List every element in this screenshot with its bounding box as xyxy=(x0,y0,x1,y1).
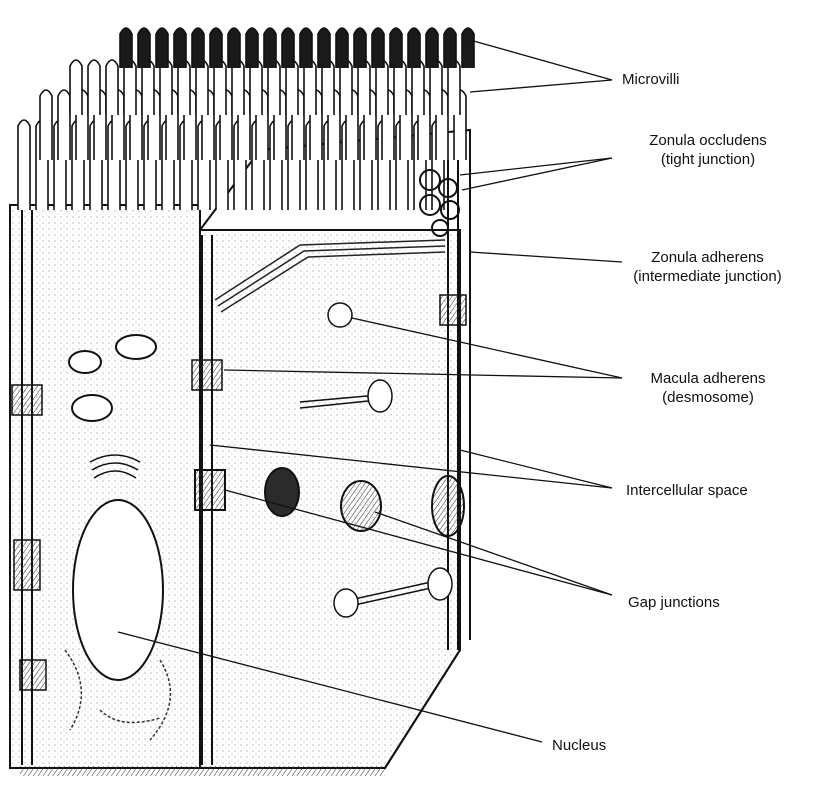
microvillus xyxy=(372,28,384,68)
label-gap-junctions-text: Gap junctions xyxy=(628,593,720,612)
microvillus xyxy=(156,28,168,68)
microvillus xyxy=(196,60,208,115)
microvillus xyxy=(412,60,424,115)
desmosome-plaque xyxy=(12,385,42,415)
microvillus xyxy=(250,60,262,115)
microvillus xyxy=(138,28,150,68)
cell-blocks xyxy=(10,130,470,768)
desmosome-plaque xyxy=(20,660,46,690)
microvillus xyxy=(408,28,420,68)
microvillus xyxy=(282,28,294,68)
microvillus xyxy=(228,28,240,68)
microvillus xyxy=(354,28,366,68)
microvillus xyxy=(232,60,244,115)
desmosome-bulb xyxy=(368,380,392,412)
microvillus xyxy=(264,28,276,68)
desmosome-plaque xyxy=(14,540,40,590)
microvillus xyxy=(462,28,474,68)
label-gap-junctions: Gap junctions xyxy=(628,593,720,612)
label-intercellular-space-text: Intercellular space xyxy=(626,481,748,500)
label-zonula-occludens: Zonula occludens (tight junction) xyxy=(622,131,794,169)
microvillus xyxy=(210,28,222,68)
microvillus xyxy=(58,90,70,160)
mitochondrion xyxy=(69,351,101,373)
microvillus xyxy=(120,28,132,68)
leader-intercellular-2 xyxy=(460,450,612,488)
microvillus xyxy=(444,28,456,68)
microvillus xyxy=(358,60,370,115)
microvillus xyxy=(394,60,406,115)
microvillus xyxy=(178,60,190,115)
desmosome-plaque xyxy=(440,295,466,325)
microvillus xyxy=(40,90,52,160)
microvillus xyxy=(214,60,226,115)
label-zonula-occludens-text: Zonula occludens xyxy=(622,131,794,150)
microvillus xyxy=(426,28,438,68)
label-zonula-adherens: Zonula adherens (intermediate junction) xyxy=(600,248,815,286)
label-microvilli-text: Microvilli xyxy=(622,70,680,89)
microvillus xyxy=(160,60,172,115)
label-macula-adherens-subtext: (desmosome) xyxy=(628,388,788,407)
desmosome-bulb xyxy=(328,303,352,327)
label-nucleus: Nucleus xyxy=(552,736,606,755)
nucleus-envelope xyxy=(73,500,163,680)
microvillus xyxy=(448,60,460,115)
desmosome-plaque xyxy=(192,360,222,390)
label-intercellular-space: Intercellular space xyxy=(626,481,748,500)
label-macula-adherens-text: Macula adherens xyxy=(628,369,788,388)
leader-occludens-1 xyxy=(460,158,612,175)
microvillus xyxy=(268,60,280,115)
microvillus xyxy=(304,60,316,115)
label-microvilli: Microvilli xyxy=(622,70,680,89)
leader-microvilli-1 xyxy=(470,40,612,80)
label-zonula-adherens-subtext: (intermediate junction) xyxy=(600,267,815,286)
microvillus xyxy=(322,60,334,115)
microvillus xyxy=(286,60,298,115)
gap-junction-plaque xyxy=(195,470,225,510)
microvillus xyxy=(318,28,330,68)
mitochondrion xyxy=(72,395,112,421)
desmosome-bulb xyxy=(334,589,358,617)
basal-lamina xyxy=(20,766,385,776)
microvillus xyxy=(336,28,348,68)
leader-occludens-2 xyxy=(462,158,612,190)
microvillus xyxy=(390,28,402,68)
label-zonula-occludens-subtext: (tight junction) xyxy=(622,150,794,169)
label-zonula-adherens-text: Zonula adherens xyxy=(600,248,815,267)
nucleus-shape xyxy=(73,500,163,680)
microvillus xyxy=(376,60,388,115)
microvillus xyxy=(430,60,442,115)
label-macula-adherens: Macula adherens (desmosome) xyxy=(628,369,788,407)
mitochondrion xyxy=(116,335,156,359)
desmosome-bulb xyxy=(428,568,452,600)
microvillus xyxy=(106,60,118,115)
label-nucleus-text: Nucleus xyxy=(552,736,606,755)
microvillus xyxy=(340,60,352,115)
microvillus xyxy=(142,60,154,115)
gap-junction-plaque xyxy=(432,476,464,536)
microvillus xyxy=(124,60,136,115)
microvillus xyxy=(300,28,312,68)
leader-microvilli-2 xyxy=(470,80,612,92)
microvillus xyxy=(192,28,204,68)
microvillus xyxy=(18,120,30,210)
microvillus xyxy=(70,60,82,115)
microvillus xyxy=(88,60,100,115)
microvilli-layer xyxy=(18,28,474,210)
microvillus xyxy=(246,28,258,68)
microvillus xyxy=(174,28,186,68)
